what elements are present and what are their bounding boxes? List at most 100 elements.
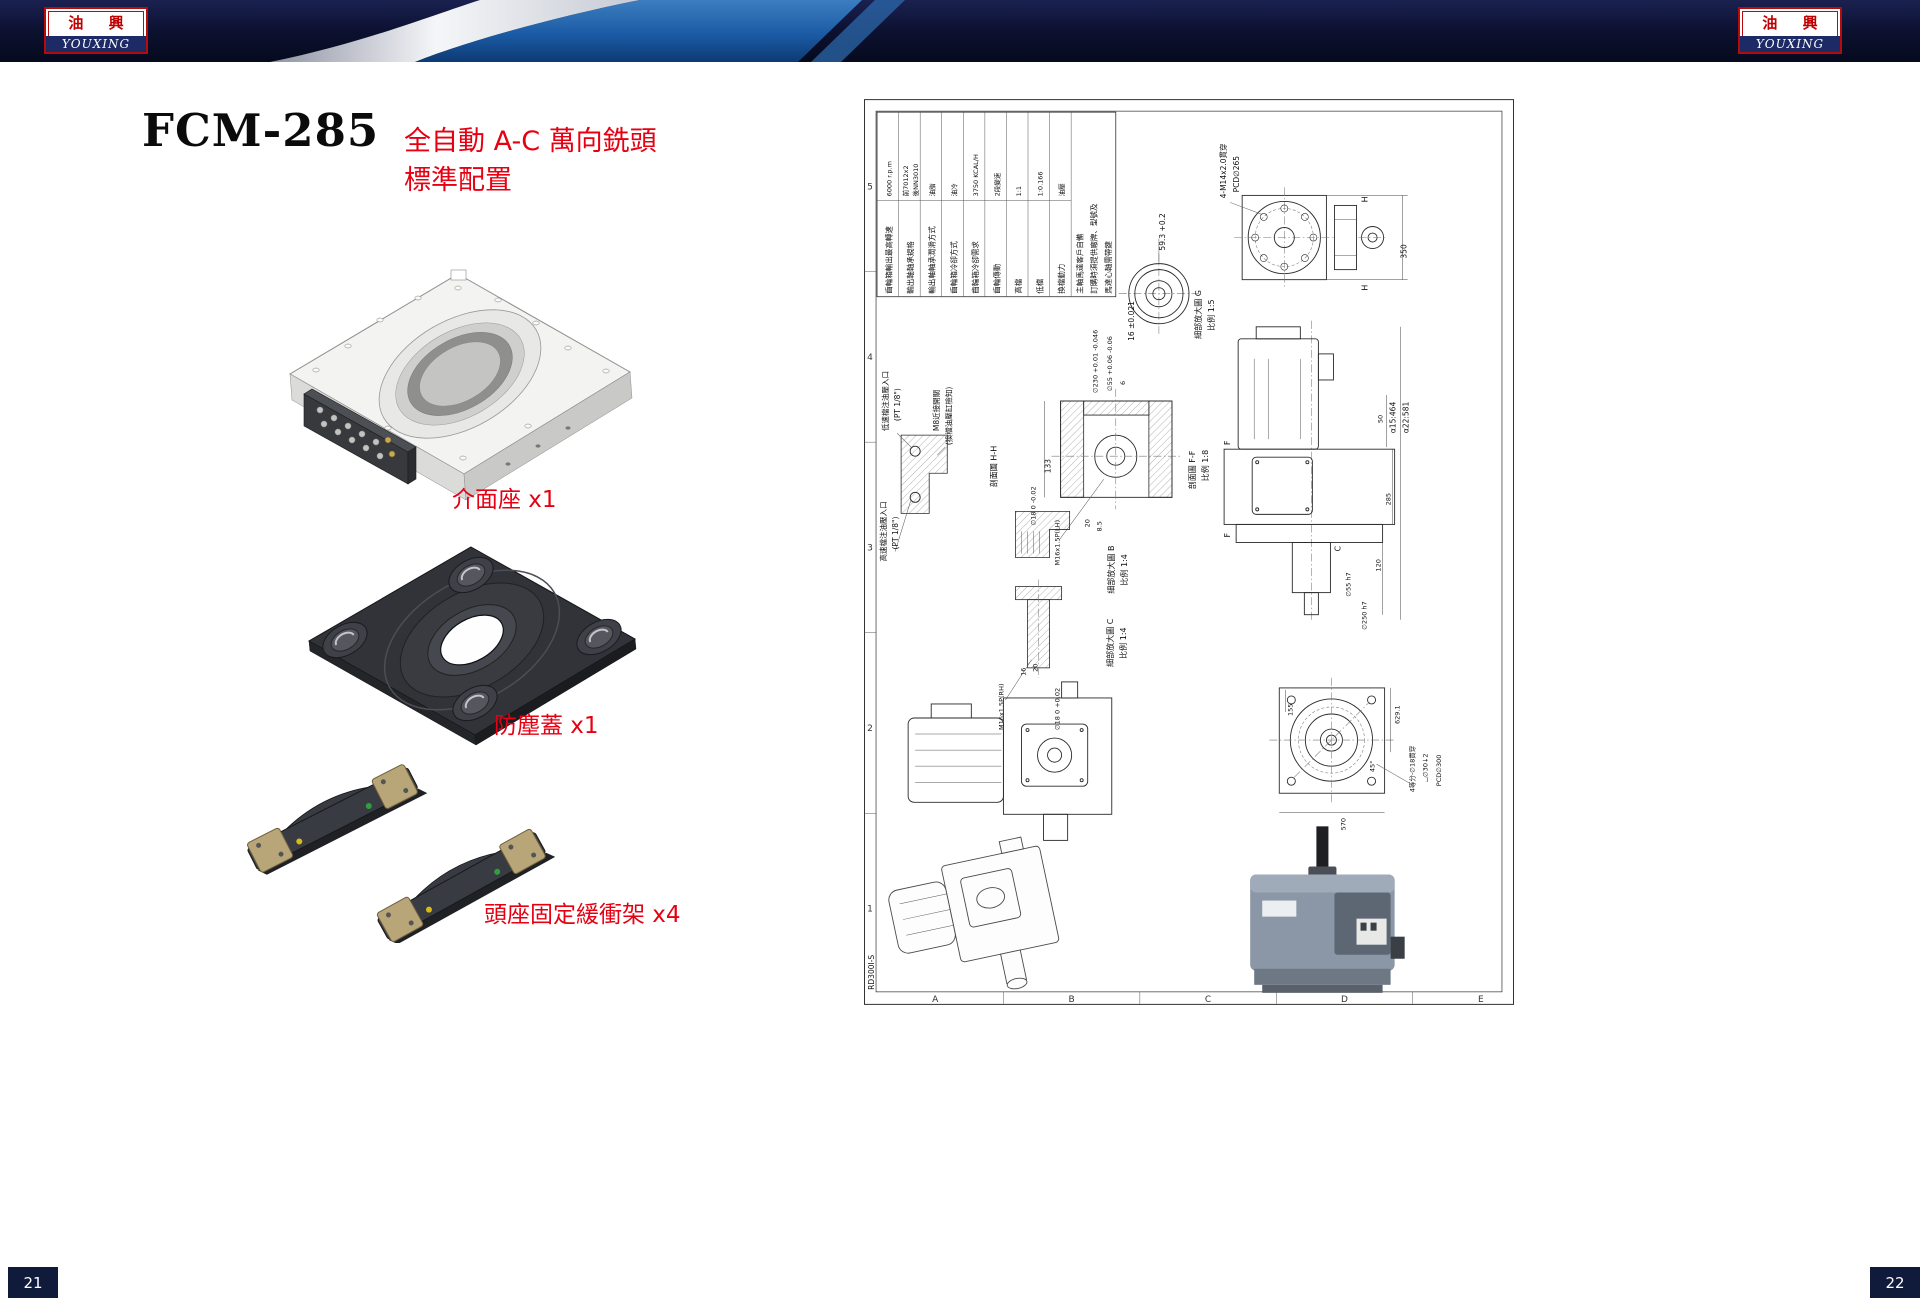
spec-name: 齒輪箱冷卻方式 <box>948 241 958 294</box>
spec-note: 訂購時須提供廠牌、型號及 <box>1089 203 1099 294</box>
logo-english-text: YOUXING <box>1740 36 1840 52</box>
dim-label: 50 <box>1377 415 1385 423</box>
dim-label: 570 <box>1339 818 1347 830</box>
dim-label: 16 ±0.021 <box>1127 301 1136 341</box>
dim-label: 155 <box>1286 704 1294 716</box>
corner-boss <box>448 556 494 594</box>
grid-row-label: 3 <box>867 543 873 553</box>
spec-name: 高檔 <box>1013 278 1023 294</box>
logo-chinese-text: 油 興 <box>1762 14 1828 32</box>
dim-label: ∅55 h7 <box>1344 572 1352 596</box>
spec-value: 油壓 <box>1057 183 1066 197</box>
dim-label: 350 <box>1400 244 1409 259</box>
header-blue-stripe <box>811 0 905 62</box>
dim-label: 133 <box>1044 459 1053 474</box>
model-subtitle: 全自動 A-C 萬向銑頭 標準配置 <box>404 122 657 200</box>
dim-label: M16x1.5P(RH) <box>997 683 1005 730</box>
spec-value: 6000 r.p.m <box>886 161 894 196</box>
view-title: 細部放大圖 G <box>1193 290 1203 339</box>
annotation: M8近接開關 <box>931 390 941 431</box>
doc-code: RD300I-S <box>867 955 876 990</box>
grid-col-label: B <box>1069 995 1075 1005</box>
spec-name: 齒輪箱輸出最高轉速 <box>884 226 894 294</box>
page-number-left: 21 <box>8 1267 58 1298</box>
spec-value: 1:1 <box>1015 186 1023 197</box>
section-mark: F <box>1223 440 1232 445</box>
dim-label: 45° <box>1369 761 1377 773</box>
product-render <box>1250 826 1405 993</box>
corner-boss <box>576 618 622 656</box>
bracket-1 <box>243 757 428 879</box>
youxing-logo-left: 油 興 YOUXING <box>44 7 148 54</box>
dim-label: 120 <box>1375 559 1383 571</box>
dim-label: α22:581 <box>1402 402 1411 434</box>
spec-name: 換檔動力 <box>1056 264 1066 294</box>
spec-value: 1:0.166 <box>1037 171 1045 196</box>
side-holes <box>505 426 571 466</box>
dim-label: ⌴∅30↓2 <box>1422 753 1430 782</box>
dim-label: 285 <box>1385 493 1393 505</box>
annotation: (換檔油壓缸檢知) <box>943 387 953 446</box>
detail-b-view: 細部放大圖 B 比例 1:4 <box>1015 510 1129 594</box>
drawing-svg: 5 4 3 2 1 A B C D E RD300I-S 齒輪箱輸出最高轉速 6… <box>864 99 1514 1005</box>
spec-name: 齒輪傳動 <box>991 263 1001 294</box>
view-title: 細部放大圖 C <box>1105 618 1115 667</box>
subtitle-line-1: 全自動 A-C 萬向銑頭 <box>404 126 657 157</box>
part-label-interface-seat: 介面座 x1 <box>452 487 557 513</box>
grid-col-label: C <box>1205 995 1211 1005</box>
annotation: (PT 1/8") <box>893 388 902 421</box>
dim-label: ∅55 +0.06 -0.06 <box>1106 336 1114 391</box>
manifold-block <box>303 388 417 485</box>
view-title: 細部放大圖 B <box>1106 545 1116 593</box>
page-number-right: 22 <box>1870 1267 1920 1298</box>
dim-label: 20 <box>1084 519 1092 527</box>
youxing-logo-right: 油 興 YOUXING <box>1738 7 1842 54</box>
dim-label: PCD∅265 <box>1232 156 1241 193</box>
corner-boss <box>452 684 498 722</box>
header-navy-band <box>0 0 1920 62</box>
logo-chinese-text: 油 興 <box>68 14 134 32</box>
spec-name: 齒輪箱冷卻需求 <box>970 241 980 294</box>
spec-value: 油脂 <box>928 183 937 197</box>
grid-row-label: 2 <box>867 724 873 734</box>
spec-value: 2段變速 <box>992 172 1001 196</box>
side-view: F F C α15:464 α22:581 50 285 120 ∅55 h7 … <box>1223 320 1411 630</box>
corner-boss <box>322 621 368 659</box>
section-mark: H <box>1361 196 1370 202</box>
annotation: (PT 1/8") <box>891 516 900 549</box>
grid-row-label: 4 <box>867 353 873 363</box>
center-bore <box>378 309 542 439</box>
dim-label: 4等分-∅18貫穿 <box>1408 745 1417 792</box>
subtitle-line-2: 標準配置 <box>404 165 512 196</box>
dim-label: 6 <box>1119 381 1127 385</box>
center-ring <box>383 569 561 711</box>
spec-value: 3750 KCAL/H <box>972 154 980 196</box>
part-label-dust-cover: 防塵蓋 x1 <box>494 713 599 739</box>
header-silver-swoosh <box>270 0 640 62</box>
flange-view: 4-M14x2.0貫穿 PCD∅265 350 H H <box>1218 143 1409 290</box>
grid-col-label: E <box>1478 995 1484 1005</box>
view-scale: 比例 1:8 <box>1200 450 1210 481</box>
dim-label: 16 <box>1019 668 1027 676</box>
dim-label: ∅18 0 -0.02 <box>1030 486 1038 525</box>
dim-label: 8.5 <box>1096 521 1104 531</box>
dim-label: 629.1 <box>1394 705 1402 724</box>
bolt-holes <box>312 285 610 461</box>
view-scale: 比例 1:4 <box>1118 627 1128 658</box>
dim-label: ∅250 h7 <box>1361 601 1369 629</box>
dim-label: 20 <box>1032 664 1040 672</box>
spec-note: 馬達心軸需帶鍵 <box>1103 241 1113 294</box>
section-mark: C <box>1333 545 1342 551</box>
detail-g-view: 59.3 +0.2 16 ±0.021 細部放大圖 G 比例 1:5 <box>1118 213 1216 341</box>
view-title: 剖面圖 F-F <box>1187 450 1197 489</box>
technical-drawing-sheet: 5 4 3 2 1 A B C D E RD300I-S 齒輪箱輸出最高轉速 6… <box>863 98 1515 1006</box>
dim-label: M16x1.5P(LH) <box>1054 520 1062 566</box>
front-view <box>907 681 1113 841</box>
view-scale: 比例 1:4 <box>1119 554 1129 585</box>
dim-label: 59.3 +0.2 <box>1158 213 1167 251</box>
detail-c-view: 細部放大圖 C 比例 1:4 M16x1.5P(RH) 16 20 ∅18 0 … <box>997 579 1128 730</box>
view-scale: 比例 1:5 <box>1206 299 1216 330</box>
line-render <box>888 836 1060 990</box>
grid-row-label: 5 <box>867 182 873 192</box>
interface-seat-illustration <box>289 269 633 501</box>
